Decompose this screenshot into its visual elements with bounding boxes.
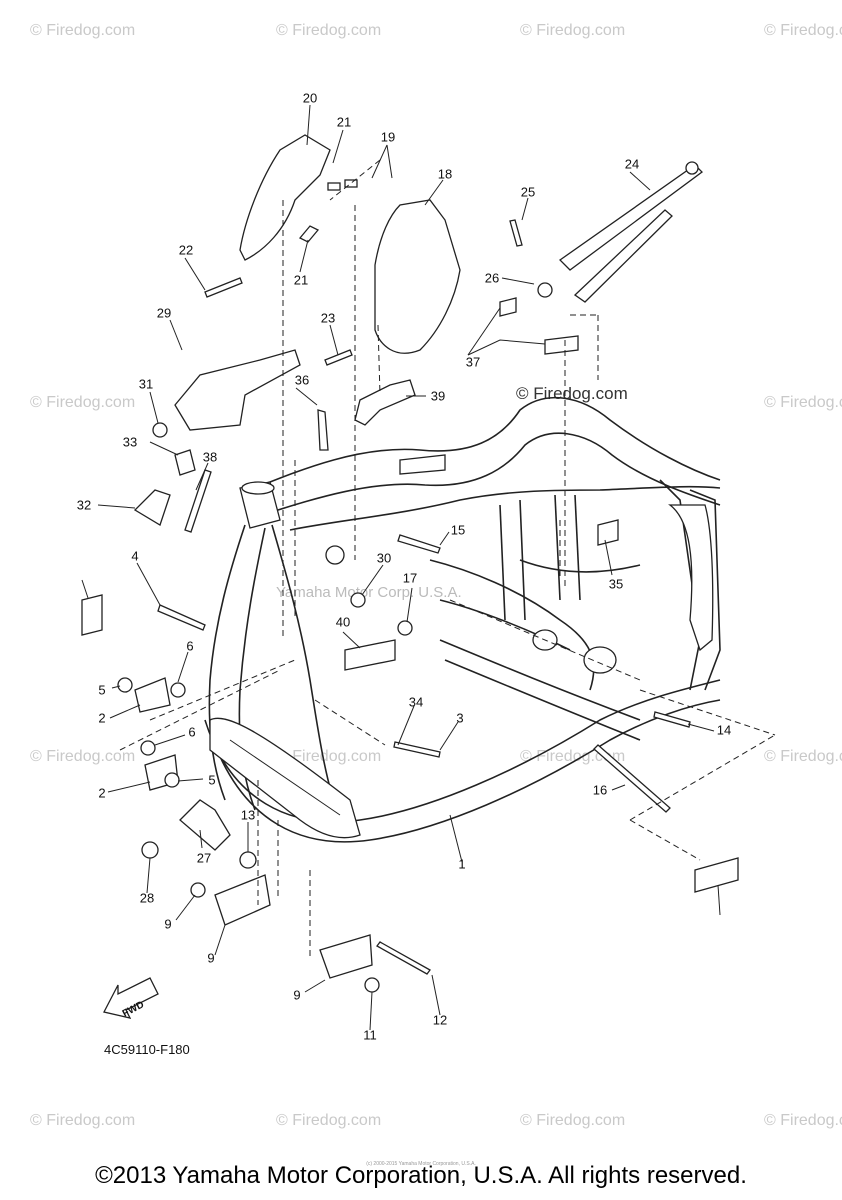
callout-21: 23	[320, 310, 336, 326]
callout-38: 40	[335, 614, 351, 630]
watermark: © Firedog.com	[520, 22, 626, 39]
diagram-part-code: 4C59110-F180	[104, 1042, 190, 1057]
callout-12: 14	[716, 722, 732, 738]
callout-19: 21	[336, 114, 352, 130]
separate-parts	[81, 134, 739, 993]
watermark: © Firedog.com	[520, 1112, 626, 1129]
callout-33: 35	[608, 576, 624, 592]
watermark: © Firedog.com	[30, 1112, 136, 1129]
callout-35: 37	[465, 354, 481, 370]
callout-27: 29	[156, 305, 172, 321]
watermark: © Firedog.com	[30, 394, 136, 411]
callout-6: 6	[188, 724, 196, 740]
callout-30: 32	[76, 497, 92, 513]
callout-18: 20	[302, 90, 318, 106]
small-print: (c) 2000-2015 Yamaha Motor Corporation, …	[366, 1161, 476, 1167]
callout-11: 13	[240, 807, 256, 823]
callout-14: 16	[592, 782, 608, 798]
dashed-guides	[119, 159, 776, 960]
watermark: © Firedog.com	[30, 22, 136, 39]
callout-2: 2	[98, 710, 106, 726]
main-frame	[204, 396, 721, 843]
callout-23: 25	[520, 184, 536, 200]
watermark: © Firedog.com	[276, 748, 382, 765]
callout-9: 9	[164, 916, 172, 932]
watermark: © Firedog.com	[764, 394, 842, 411]
callout-7: 9	[207, 950, 215, 966]
callout-4: 4	[131, 548, 139, 564]
callout-17: 19	[380, 129, 396, 145]
callout-3: 3	[456, 710, 464, 726]
callout-16: 18	[437, 166, 453, 182]
callout-34: 36	[294, 372, 310, 388]
watermark-overlay: Yamaha Motor Corp. U.S.A.	[276, 584, 462, 601]
callout-1: 1	[458, 856, 466, 872]
callout-37: 39	[430, 388, 446, 404]
callout-28: 30	[376, 550, 392, 566]
callout-2: 2	[98, 785, 106, 801]
callout-24: 26	[484, 270, 500, 286]
callout-36: 38	[202, 449, 218, 465]
callout-8: 9	[293, 987, 301, 1003]
fwd-arrow-icon	[103, 977, 159, 1019]
callout-13: 15	[450, 522, 466, 538]
callout-26: 28	[139, 890, 155, 906]
callout-29: 31	[138, 376, 154, 392]
watermark: © Firedog.com	[30, 748, 136, 765]
callout-15: 17	[402, 570, 418, 586]
callout-5: 5	[208, 772, 216, 788]
callout-22: 24	[624, 156, 640, 172]
callout-6: 6	[186, 638, 194, 654]
watermark: © Firedog.com	[764, 22, 842, 39]
watermark: © Firedog.com	[764, 748, 842, 765]
callout-10: 12	[432, 1012, 448, 1028]
callout-21: 22	[178, 242, 194, 258]
leader-lines	[81, 104, 721, 1031]
callout-20: 21	[293, 272, 309, 288]
callout-5: 5	[98, 682, 106, 698]
watermark: © Firedog.com	[764, 1112, 842, 1129]
watermark: © Firedog.com	[276, 22, 382, 39]
copyright-notice: ©2013 Yamaha Motor Corporation, U.S.A. A…	[95, 1162, 747, 1189]
watermark: © Firedog.com	[276, 1112, 382, 1129]
callout-31: 33	[122, 434, 138, 450]
callout-9: 11	[363, 1027, 377, 1043]
callout-25: 27	[196, 850, 212, 866]
callout-32: 34	[408, 694, 424, 710]
